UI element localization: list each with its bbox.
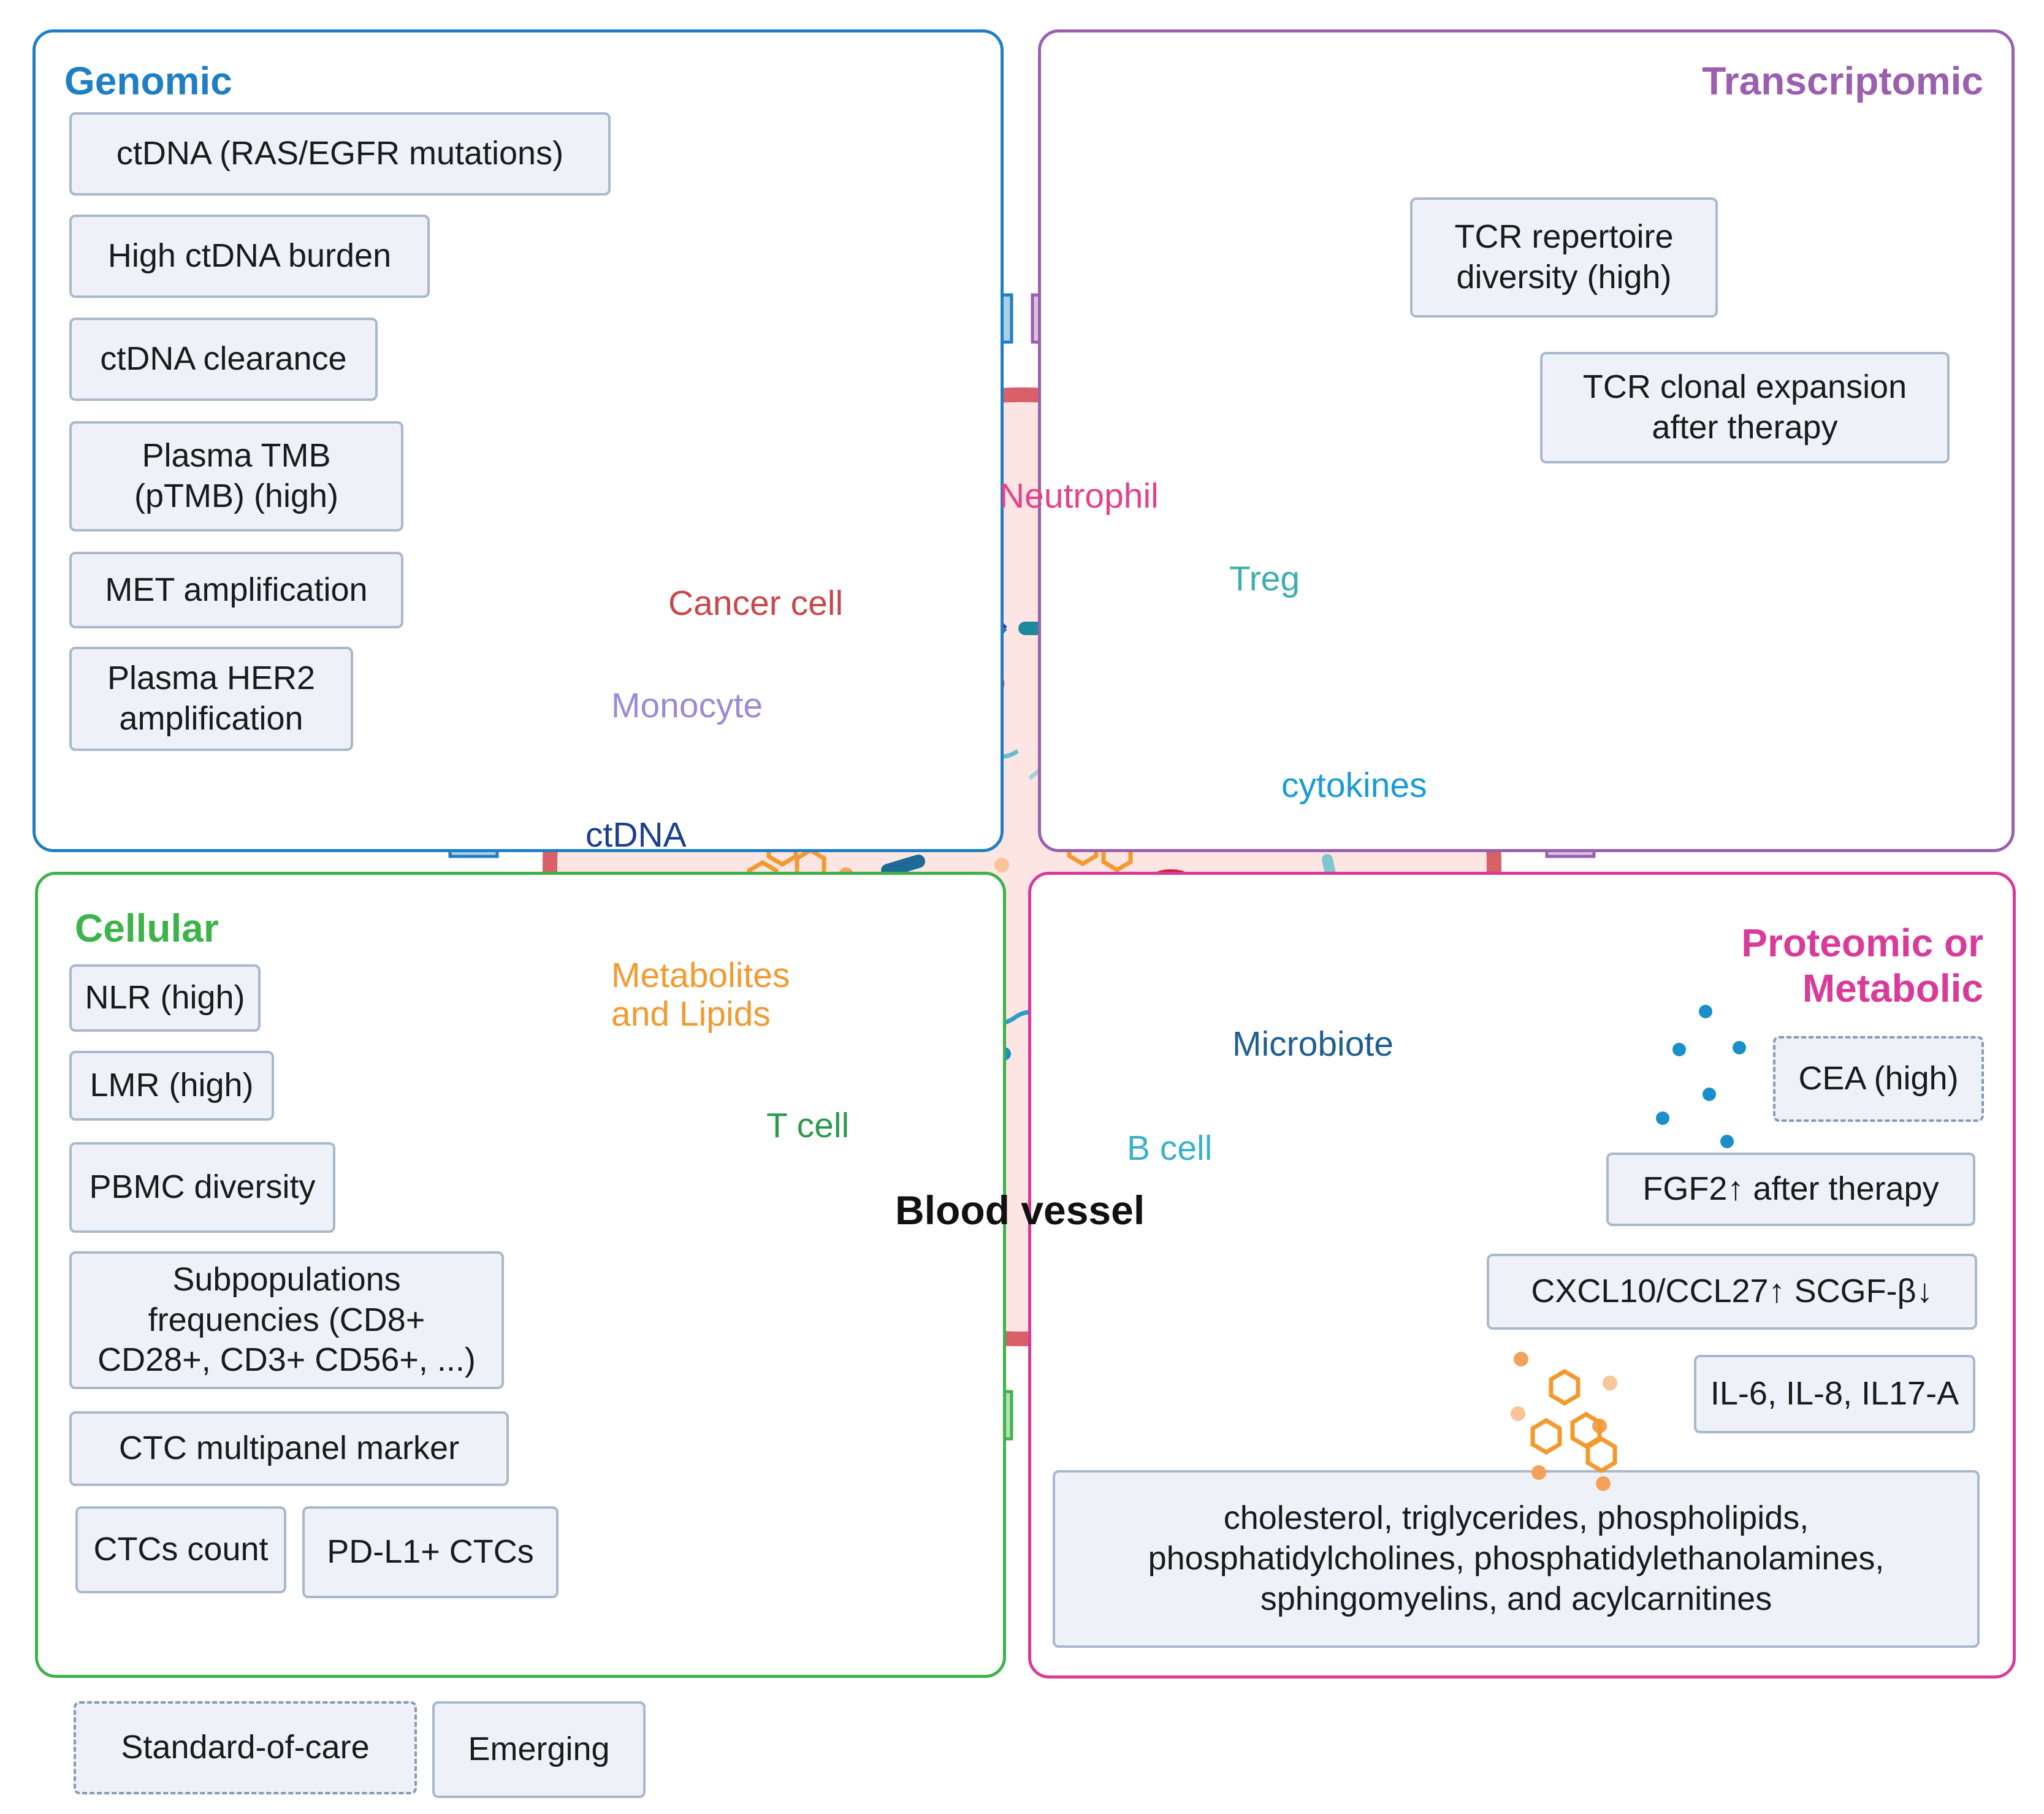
proteomic-cxcl10: CXCL10/CCL27↑ SCGF-β↓ <box>1487 1254 1977 1330</box>
label-ctdna: ctDNA <box>585 815 687 855</box>
genomic-ptmb-label: Plasma TMB (pTMB) (high) <box>134 437 339 514</box>
genomic-ctdna-mutations: ctDNA (RAS/EGFR mutations) <box>69 112 611 196</box>
cellular-subpopulations: Subpopulations frequencies (CD8+ CD28+, … <box>69 1251 504 1389</box>
genomic-ctdna-burden-label: High ctDNA burden <box>107 237 392 275</box>
proteomic-interleukins: IL-6, IL-8, IL17-A <box>1694 1355 1975 1433</box>
cellular-pbmc-label: PBMC diversity <box>89 1168 316 1206</box>
proteomic-cea: CEA (high) <box>1773 1036 1984 1122</box>
proteomic-lipids: cholesterol, triglycerides, phospholipid… <box>1053 1470 1980 1648</box>
cellular-nlr: NLR (high) <box>69 964 261 1032</box>
transcriptomic-tcr-diversity: TCR repertoire diversity (high) <box>1410 197 1718 318</box>
genomic-ctdna-clearance-label: ctDNA clearance <box>100 340 347 378</box>
cellular-ctc-multipanel-label: CTC multipanel marker <box>118 1430 460 1467</box>
genomic-her2-amplification-label: Plasma HER2 amplification <box>107 660 316 737</box>
cellular-lmr-label: LMR (high) <box>90 1067 254 1104</box>
transcriptomic-title: Transcriptomic <box>1702 59 1983 103</box>
label-cytokines: cytokines <box>1281 766 1427 805</box>
transcriptomic-tcr-expansion-label: TCR clonal expansion after therapy <box>1582 368 1907 446</box>
label-cancer-cell: Cancer cell <box>668 584 844 623</box>
transcriptomic-tcr-diversity-label: TCR repertoire diversity (high) <box>1454 218 1674 295</box>
proteomic-lipids-label: cholesterol, triglycerides, phospholipid… <box>1148 1500 1885 1617</box>
cellular-pdl1-ctcs-label: PD-L1+ CTCs <box>327 1533 534 1571</box>
label-neutrophil: Neutrophil <box>999 476 1159 516</box>
cellular-ctcs-count-label: CTCs count <box>93 1531 269 1568</box>
legend-emerging: Emerging <box>432 1701 646 1798</box>
cellular-title: Cellular <box>75 906 219 950</box>
proteomic-interleukins-label: IL-6, IL-8, IL17-A <box>1710 1375 1959 1412</box>
legend-standard-of-care: Standard-of-care <box>74 1701 417 1794</box>
cellular-subpopulations-label: Subpopulations frequencies (CD8+ CD28+, … <box>97 1260 476 1379</box>
cellular-ctc-multipanel: CTC multipanel marker <box>69 1411 509 1486</box>
vessel-title: Blood vessel <box>895 1187 1145 1233</box>
label-metabolites: Metabolites and Lipids <box>611 956 790 1034</box>
genomic-ctdna-mutations-label: ctDNA (RAS/EGFR mutations) <box>116 135 564 172</box>
label-t-cell: T cell <box>766 1106 850 1145</box>
transcriptomic-tcr-expansion: TCR clonal expansion after therapy <box>1540 352 1950 463</box>
proteomic-cea-label: CEA (high) <box>1798 1060 1959 1097</box>
genomic-ptmb: Plasma TMB (pTMB) (high) <box>69 421 403 532</box>
proteomic-title: Proteomic or Metabolic <box>1741 921 1983 1010</box>
legend-emerging-label: Emerging <box>468 1731 610 1768</box>
label-monocyte: Monocyte <box>611 686 763 725</box>
cellular-ctcs-count: CTCs count <box>75 1506 286 1593</box>
proteomic-fgf2: FGF2↑ after therapy <box>1606 1153 1975 1226</box>
cellular-nlr-label: NLR (high) <box>85 979 245 1016</box>
cellular-lmr: LMR (high) <box>69 1051 274 1121</box>
label-b-cell: B cell <box>1127 1129 1213 1168</box>
cellular-pbmc: PBMC diversity <box>69 1142 335 1233</box>
legend-standard-of-care-label: Standard-of-care <box>121 1729 370 1766</box>
label-microbiote: Microbiote <box>1232 1024 1394 1064</box>
genomic-ctdna-burden: High ctDNA burden <box>69 215 430 298</box>
genomic-title: Genomic <box>64 59 232 103</box>
cellular-pdl1-ctcs: PD-L1+ CTCs <box>302 1506 559 1598</box>
genomic-ctdna-clearance: ctDNA clearance <box>69 318 378 401</box>
genomic-met-amplification-label: MET amplification <box>105 571 368 608</box>
label-treg: Treg <box>1229 559 1300 598</box>
genomic-met-amplification: MET amplification <box>69 552 403 628</box>
proteomic-fgf2-label: FGF2↑ after therapy <box>1642 1170 1939 1208</box>
proteomic-cxcl10-label: CXCL10/CCL27↑ SCGF-β↓ <box>1531 1273 1933 1310</box>
genomic-her2-amplification: Plasma HER2 amplification <box>69 647 353 751</box>
